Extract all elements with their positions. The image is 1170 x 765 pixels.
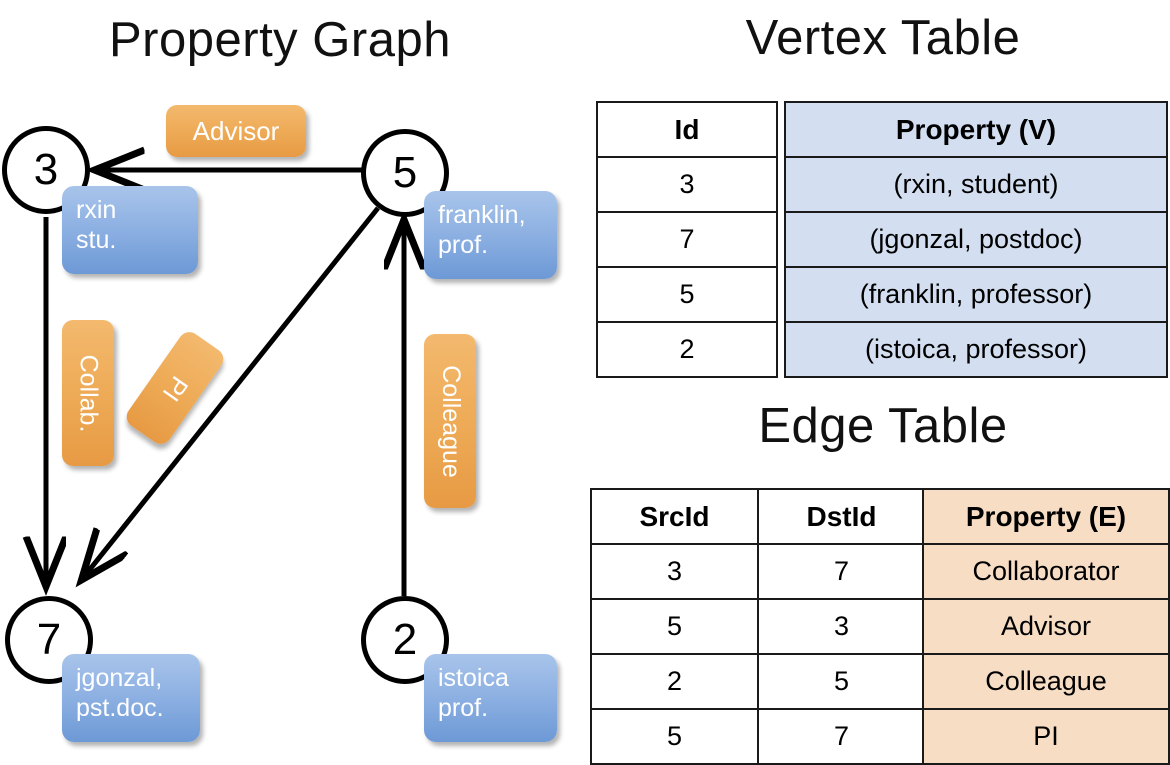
table-row: (istoica, professor) [784,321,1168,378]
vertex-cell-property: (istoica, professor) [784,321,1168,378]
vertex-cell-id: 2 [596,321,778,378]
table-row: 2 [596,321,778,378]
edge-cell-srcid: 2 [590,653,759,710]
table-row: Advisor [922,598,1170,655]
edge-cell-property: Advisor [922,598,1170,655]
vertex-table-property-column: Property (V) (rxin, student) (jgonzal, p… [784,101,1168,378]
edge-cell-dstid: 5 [757,653,926,710]
edge-label-advisor-text: Advisor [192,115,280,146]
node-property-box-2: istoica prof. [424,654,557,742]
node-property-line-2: prof. [438,230,489,259]
edge-cell-dstid: 3 [757,598,926,655]
table-row: Collaborator [922,543,1170,600]
table-row: (rxin, student) [784,156,1168,213]
table-row: (franklin, professor) [784,266,1168,323]
node-property-box-7: jgonzal, pst.doc. [62,654,200,742]
edge-cell-srcid: 5 [590,598,759,655]
edge-label-collab-text: Collab. [74,354,103,432]
vertex-cell-id: 3 [596,156,778,213]
table-header-row: Id [596,101,778,158]
edge-header-property: Property (E) [922,488,1170,545]
vertex-cell-property: (jgonzal, postdoc) [784,211,1168,268]
vertex-header-id: Id [596,101,778,158]
edge-cell-dstid: 7 [757,708,926,765]
edge-cell-srcid: 3 [590,543,759,600]
node-property-box-3: rxin stu. [62,186,198,274]
node-property-line-2: prof. [438,693,489,722]
property-graph-diagram: 3 5 7 2 rxin stu. franklin, prof. jgonza… [0,0,585,760]
edge-label-colleague: Colleague [424,334,476,508]
vertex-cell-id: 5 [596,266,778,323]
edge-cell-property: PI [922,708,1170,765]
node-property-line-2: stu. [76,225,117,254]
table-row: Colleague [922,653,1170,710]
table-row: 7 [596,211,778,268]
vertex-cell-property: (franklin, professor) [784,266,1168,323]
graph-edges-svg [0,0,585,596]
page-title-edge-table: Edge Table [758,399,1008,453]
table-row: 5 3 [590,598,926,655]
vertex-header-property: Property (V) [784,101,1168,158]
table-row: 5 [596,266,778,323]
edge-cell-dstid: 7 [757,543,926,600]
edge-label-advisor: Advisor [166,105,306,157]
page-title-property-graph: Property Graph [109,13,451,67]
table-row: 3 [596,156,778,213]
graph-node-2[interactable]: 2 [361,596,449,684]
table-row: 2 5 [590,653,926,710]
vertex-cell-property: (rxin, student) [784,156,1168,213]
table-row: 5 7 [590,708,926,765]
node-property-line-1: jgonzal, [76,664,163,692]
edge-label-collab: Collab. [62,320,114,466]
edge-header-srcid: SrcId [590,488,759,545]
edge-label-colleague-text: Colleague [436,364,465,478]
edge-cell-property: Colleague [922,653,1170,710]
vertex-cell-id: 7 [596,211,778,268]
node-property-line-1: istoica [438,664,509,692]
edge-5-to-7-pi [83,206,380,578]
node-property-line-2: pst.doc. [76,693,164,722]
edge-table-src-dst-columns: SrcId DstId 3 7 5 3 2 5 5 7 [590,488,926,765]
table-header-row: Property (E) [922,488,1170,545]
node-property-box-5: franklin, prof. [424,191,557,279]
table-header-row: Property (V) [784,101,1168,158]
node-property-line-1: franklin, [438,201,526,229]
vertex-table-id-column: Id 3 7 5 2 [596,101,778,378]
page-title-vertex-table: Vertex Table [745,11,1021,65]
table-row: PI [922,708,1170,765]
edge-table-property-column: Property (E) Collaborator Advisor Collea… [922,488,1170,765]
node-property-line-1: rxin [76,196,117,224]
table-header-row: SrcId DstId [590,488,926,545]
edge-cell-srcid: 5 [590,708,759,765]
edge-cell-property: Collaborator [922,543,1170,600]
edge-header-dstid: DstId [757,488,926,545]
edge-label-pi-text: PI [157,370,194,406]
table-row: 3 7 [590,543,926,600]
table-row: (jgonzal, postdoc) [784,211,1168,268]
